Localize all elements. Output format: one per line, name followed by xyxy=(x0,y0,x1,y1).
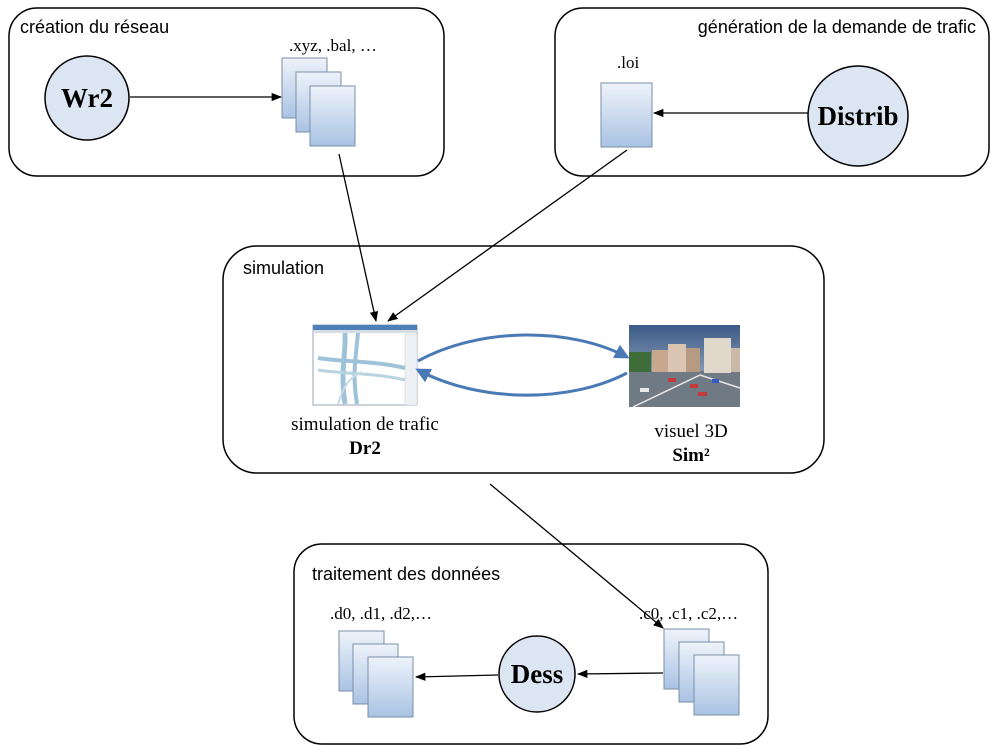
sim2-to-dr2-arrow xyxy=(415,368,628,397)
loi-file-icon xyxy=(600,82,653,148)
demand-generation-title: génération de la demande de trafic xyxy=(698,17,976,37)
dess-to-d-files-arrow xyxy=(414,672,499,681)
loi-to-simulation-arrow xyxy=(387,149,628,322)
distrib-label: Distrib xyxy=(818,101,899,131)
network-files-stack-icon xyxy=(281,57,356,147)
simulation-to-c-files-arrow xyxy=(489,483,664,629)
simulation-group: simulation xyxy=(222,245,825,474)
demand-generation-group: génération de la demande de trafic .loi … xyxy=(554,7,990,177)
network-files-to-simulation-arrow xyxy=(338,153,379,323)
simulation-title: simulation xyxy=(243,258,324,278)
wr2-label: Wr2 xyxy=(61,83,113,113)
c-files-to-dess-arrow xyxy=(576,669,664,679)
sim2-label: Sim² xyxy=(672,445,710,466)
dess-circle[interactable] xyxy=(498,635,576,713)
traffic-simulation-screenshot xyxy=(312,324,418,406)
c-files-label: .c0, .c1, .c2,… xyxy=(639,604,738,623)
network-files-label: .xyz, .bal, … xyxy=(289,36,377,55)
wr2-circle[interactable] xyxy=(44,55,130,141)
data-processing-group: traitement des données .d0, .d1, .d2,… .… xyxy=(293,543,769,745)
3d-visual-screenshot xyxy=(629,325,741,408)
d-files-stack-icon xyxy=(338,630,414,718)
data-processing-title: traitement des données xyxy=(312,564,500,584)
network-creation-title: création du réseau xyxy=(20,17,169,37)
3d-visual-caption: visuel 3D xyxy=(654,421,727,442)
d-files-label: .d0, .d1, .d2,… xyxy=(330,604,432,623)
c-files-stack-icon xyxy=(663,628,740,716)
demand-file-label: .loi xyxy=(617,53,639,72)
traffic-simulation-caption: simulation de trafic xyxy=(291,414,439,435)
dr2-label: Dr2 xyxy=(349,438,381,459)
dr2-to-sim2-arrow xyxy=(417,333,630,363)
simulation-box xyxy=(222,245,825,474)
network-creation-group: création du réseau .xyz, .bal, … Wr2 xyxy=(8,7,445,177)
distrib-circle[interactable] xyxy=(807,65,909,167)
dess-label: Dess xyxy=(511,659,564,689)
